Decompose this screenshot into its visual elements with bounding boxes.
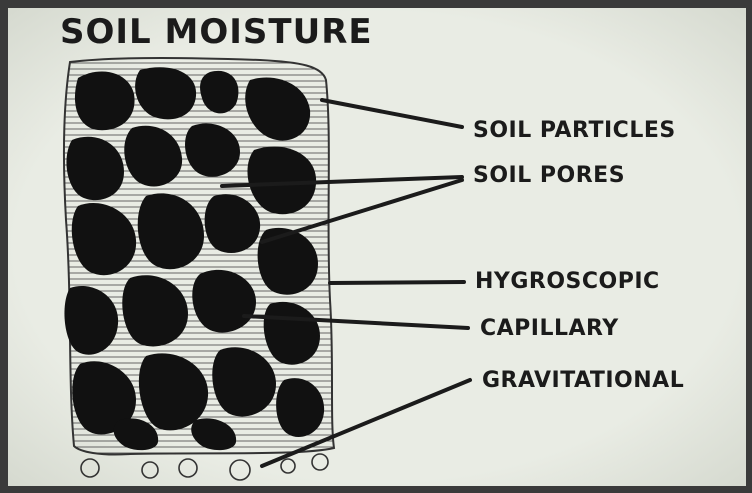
soil-particle — [75, 71, 135, 130]
label-soil-pores: SOIL PORES — [473, 163, 625, 188]
diagram-title: SOIL MOISTURE — [60, 12, 373, 52]
label-hygroscopic: HYGROSCOPIC — [475, 269, 660, 294]
label-soil-particles: SOIL PARTICLES — [473, 118, 676, 143]
leader-hygroscopic — [330, 282, 464, 283]
label-gravitational: GRAVITATIONAL — [482, 368, 684, 393]
label-capillary: CAPILLARY — [480, 316, 619, 341]
